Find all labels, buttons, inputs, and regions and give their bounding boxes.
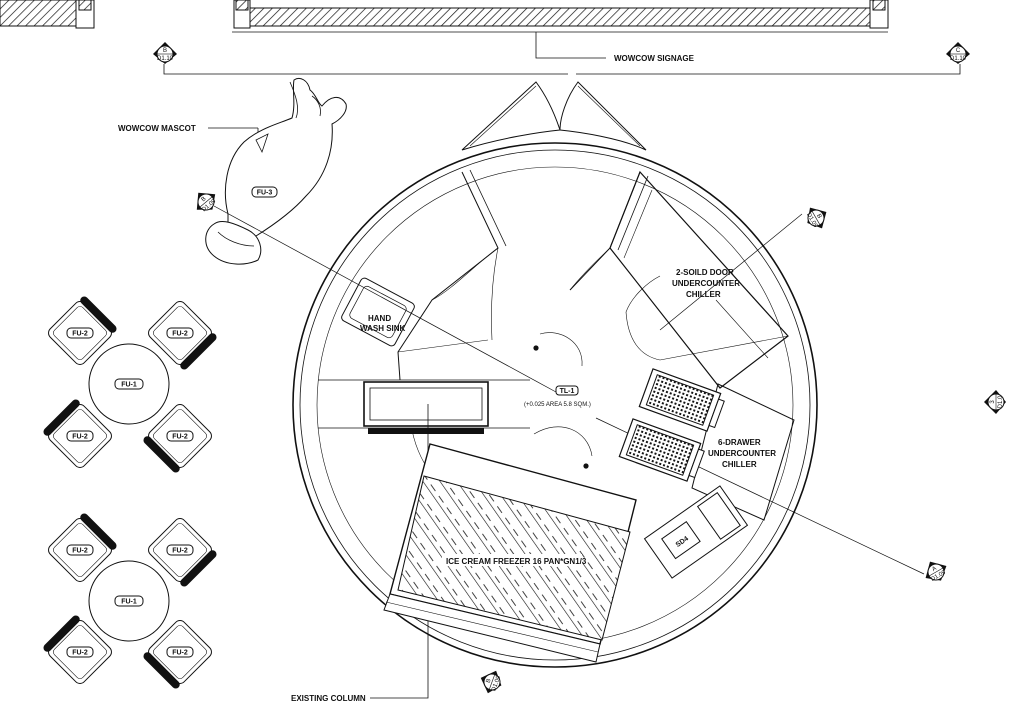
svg-text:B: B [486,678,493,684]
drawer-chiller: 6-DRAWER UNDERCOUNTER CHILLER [618,368,795,521]
section-marker-b-right: B D1.09 [805,207,827,230]
svg-text:HAND: HAND [368,314,391,323]
section-marker-b-mascot: B D1.09 [196,192,218,213]
section-marker-c-top: C D1.10 [946,42,970,64]
svg-text:FU-2: FU-2 [172,434,188,441]
svg-text:UNDERCOUNTER: UNDERCOUNTER [672,279,740,288]
solid-door-chiller: 2-SOILD DOOR UNDERCOUNTER CHILLER [609,170,789,389]
elevation-marker-3: 3 D1.0 [984,390,1006,414]
svg-text:FU-2: FU-2 [72,331,88,338]
svg-text:CHILLER: CHILLER [722,460,757,469]
svg-text:CHILLER: CHILLER [686,290,721,299]
svg-text:D1.10: D1.10 [950,56,967,62]
svg-text:FU-2: FU-2 [172,331,188,338]
svg-text:B: B [201,196,208,203]
tl1-tag: TL-1 (+0.025 AREA 5.8 SQM.) [524,385,591,408]
svg-text:EXISTING COLUMN: EXISTING COLUMN [291,694,366,703]
svg-text:2-SOILD DOOR: 2-SOILD DOOR [676,268,734,277]
svg-text:FU-2: FU-2 [172,548,188,555]
furniture-cluster-1: FU-1 FU-2 FU-2 FU-2 FU-2 [43,296,217,473]
svg-text:FU-2: FU-2 [172,650,188,657]
svg-text:FU-2: FU-2 [72,650,88,657]
svg-text:ICE CREAM FREEZER 16 PAN*GN1/3: ICE CREAM FREEZER 16 PAN*GN1/3 [446,557,587,566]
wowcow-mascot: WOWCOW MASCOT FU-3 [118,77,347,265]
svg-text:FU-2: FU-2 [72,548,88,555]
svg-text:B: B [815,213,822,219]
equipment-sd4: SD4 [643,485,749,579]
svg-text:UNDERCOUNTER: UNDERCOUNTER [708,449,776,458]
svg-text:FU-3: FU-3 [257,190,273,197]
svg-text:B: B [163,48,167,54]
svg-text:WASH SINK: WASH SINK [360,324,406,333]
section-marker-a: A D1.09 [925,561,948,583]
section-markers: B D1.10 C D1.10 B D1.09 B D1.09 [153,42,1006,694]
svg-text:D1.0: D1.0 [998,395,1004,408]
svg-text:FU-2: FU-2 [72,434,88,441]
entry-doors [461,81,647,151]
svg-text:WOWCOW MASCOT: WOWCOW MASCOT [118,124,196,133]
svg-text:A: A [931,566,937,573]
svg-text:TL-1: TL-1 [560,388,575,395]
section-marker-b-bottom: B D1.09 [480,670,502,694]
hand-wash-sink [341,277,415,347]
svg-text:6-DRAWER: 6-DRAWER [718,438,761,447]
svg-text:(+0.025 AREA 5.8 SQM.): (+0.025 AREA 5.8 SQM.) [524,402,591,408]
top-wall [0,0,889,33]
section-marker-b-top: B D1.10 [153,42,177,64]
ice-cream-freezer: ICE CREAM FREEZER 16 PAN*GN1/3 [383,443,637,663]
counter [363,381,489,434]
svg-text:WOWCOW SIGNAGE: WOWCOW SIGNAGE [614,54,695,63]
svg-text:FU-1: FU-1 [121,599,137,606]
svg-text:FU-1: FU-1 [121,382,137,389]
signage-callout: WOWCOW SIGNAGE [163,32,961,75]
svg-text:D1.10: D1.10 [157,56,174,62]
svg-text:C: C [956,48,961,54]
furniture-cluster-2: FU-1 FU-2 FU-2 FU-2 FU-2 [43,513,217,689]
svg-text:3: 3 [990,400,996,404]
svg-text:D1.09: D1.09 [491,675,502,693]
